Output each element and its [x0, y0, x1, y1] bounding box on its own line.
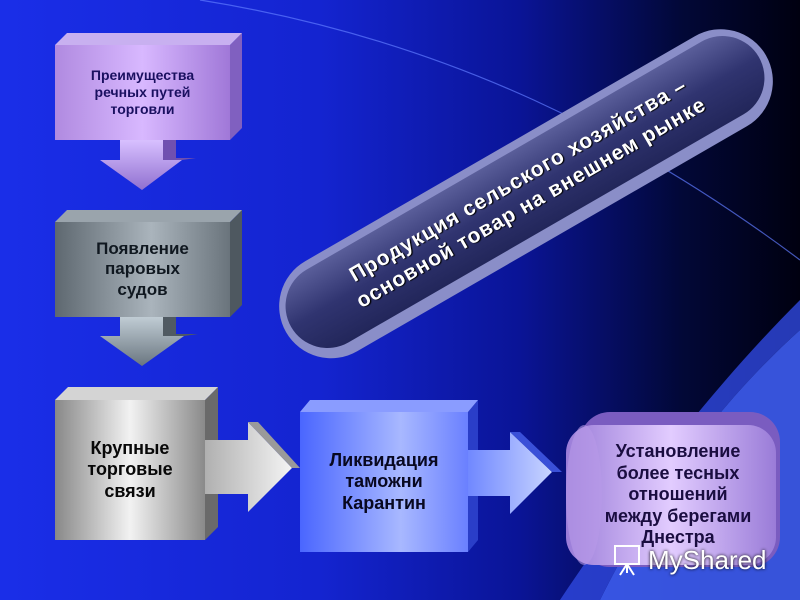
box2-line-3: судов: [117, 279, 168, 299]
box4-line-2: таможни: [345, 471, 423, 492]
arrow-right-2: [468, 432, 562, 514]
box1-line-2: речных путей: [94, 84, 191, 101]
box3-line-2: торговые: [87, 459, 173, 480]
presentation-board-icon: [614, 545, 640, 576]
banner-shape: [279, 29, 773, 359]
watermark-text: MyShared: [648, 544, 767, 575]
box3-shape: [55, 387, 218, 540]
box3-line-1: Крупные: [90, 437, 170, 458]
box3-line-3: связи: [104, 480, 156, 501]
box-steamships: Появление паровых судов: [55, 222, 230, 317]
box5-shape: [566, 412, 780, 567]
box2-shape: [55, 210, 242, 317]
box5-line-4: между берегами: [604, 505, 752, 526]
arrow-right-1: [205, 422, 300, 512]
box-customs-liquidation: Ликвидация таможни Карантин: [300, 412, 468, 552]
box2-line-2: паровых: [105, 259, 180, 279]
box5-line-1: Установление: [615, 441, 741, 462]
watermark: MyShared: [612, 538, 792, 582]
box5-line-5: Днестра: [641, 527, 715, 548]
box4-line-3: Карантин: [342, 492, 426, 513]
box5-line-2: более тесных: [616, 462, 740, 483]
box2-line-1: Появление: [96, 238, 189, 258]
box-large-trade-links: Крупные торговые связи: [55, 400, 205, 540]
box5-line-3: отношений: [628, 484, 728, 505]
box1-line-1: Преимущества: [90, 67, 195, 84]
arrow-down-1: [100, 140, 196, 190]
box4-line-1: Ликвидация: [329, 449, 439, 470]
arrow-down-2: [100, 317, 198, 366]
box-closer-relations: Установление более тесных отношений межд…: [578, 425, 778, 565]
box-river-trade-advantages: Преимущества речных путей торговли: [55, 45, 230, 140]
box1-line-3: торговли: [110, 100, 175, 117]
box4-shape: [300, 400, 478, 552]
box1-shape: [55, 33, 242, 140]
